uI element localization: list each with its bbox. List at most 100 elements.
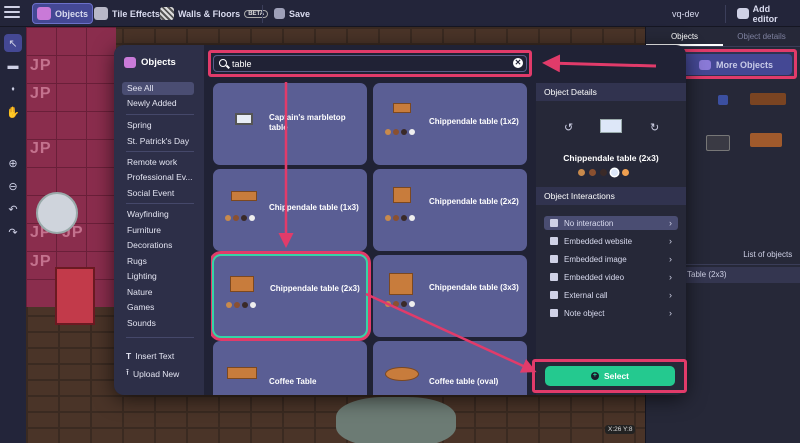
tab-list-of-objects[interactable]: List of objects — [743, 250, 793, 259]
save-button[interactable]: Save — [270, 3, 314, 24]
hand-pan-icon[interactable]: ✋ — [6, 106, 20, 119]
category-divider — [126, 151, 194, 152]
object-card[interactable]: Coffee table (oval) — [373, 341, 527, 395]
thumbnail[interactable] — [750, 93, 786, 105]
beta-badge: BETA — [244, 9, 269, 18]
tab-object-details[interactable]: Object details — [737, 32, 786, 41]
coordinate-readout: X:26 Y:8 — [605, 425, 636, 434]
object-card[interactable]: Chippendale table (1x2) — [373, 83, 527, 165]
category-professional-events[interactable]: Professional Ev... — [127, 172, 193, 182]
selected-object-name: Chippendale table (2x3) — [563, 153, 659, 163]
objects-icon — [124, 57, 136, 68]
thumbnail[interactable] — [750, 133, 782, 147]
object-picker-modal: Objects See All Newly Added Spring St. P… — [114, 45, 686, 395]
object-card[interactable]: Coffee Table — [213, 341, 367, 395]
category-see-all[interactable]: See All — [122, 82, 194, 95]
stone-decoration-object[interactable] — [336, 397, 456, 443]
object-card[interactable]: Chippendale table (1x3) — [213, 169, 367, 251]
category-lighting[interactable]: Lighting — [127, 271, 157, 281]
search-highlight: ✕ — [208, 50, 532, 77]
hamburger-menu-icon[interactable] — [4, 3, 20, 24]
category-wayfinding[interactable]: Wayfinding — [127, 209, 169, 219]
object-name: Captain's marbletop table — [269, 113, 346, 132]
interaction-embedded-image[interactable]: Embedded image› — [544, 252, 678, 266]
zoom-out-icon[interactable]: ⊖ — [8, 180, 18, 193]
more-objects-button[interactable]: More Objects — [680, 54, 792, 75]
color-variant[interactable] — [578, 169, 585, 176]
interaction-label: No interaction — [564, 218, 614, 228]
color-variant[interactable] — [589, 169, 596, 176]
object-thumbnails — [646, 47, 800, 151]
category-st-patricks-day[interactable]: St. Patrick's Day — [127, 136, 190, 146]
interaction-external-call[interactable]: External call› — [544, 288, 678, 302]
object-card[interactable]: Chippendale table (2x2) — [373, 169, 527, 251]
color-variant-selected[interactable] — [611, 169, 618, 176]
category-decorations[interactable]: Decorations — [127, 240, 173, 250]
eraser-icon[interactable]: ⬪ — [11, 82, 15, 95]
category-sounds[interactable]: Sounds — [127, 318, 156, 328]
walls-floors-icon — [160, 7, 174, 20]
category-spring[interactable]: Spring — [127, 120, 152, 130]
zoom-in-icon[interactable]: ⊕ — [8, 157, 18, 170]
objects-tool-button[interactable]: Objects — [32, 3, 94, 24]
add-editor-button[interactable]: Add editor — [733, 3, 800, 24]
search-icon — [219, 59, 227, 67]
interaction-embedded-website[interactable]: Embedded website› — [544, 234, 678, 248]
category-divider — [126, 203, 194, 204]
search-input[interactable] — [213, 55, 527, 72]
object-preview — [223, 101, 261, 147]
interaction-embedded-video[interactable]: Embedded video› — [544, 270, 678, 284]
object-card[interactable]: Chippendale table (3x3) — [373, 255, 527, 337]
thumbnail[interactable] — [718, 95, 728, 105]
thumbnail[interactable] — [706, 135, 730, 151]
round-table-object[interactable] — [36, 192, 78, 234]
stamp-icon[interactable]: ▬ — [7, 60, 19, 72]
object-card[interactable]: Captain's marbletop table — [213, 83, 367, 165]
category-newly-added[interactable]: Newly Added — [127, 98, 177, 108]
table-preview-icon — [227, 367, 257, 379]
undo-icon[interactable]: ↶ — [8, 203, 18, 216]
tile-effects-icon — [94, 7, 108, 20]
tool-rail: ↖ ▬ ⬪ ✋ ⊕ ⊖ ↶ ↷ — [0, 27, 26, 443]
redo-icon[interactable]: ↷ — [8, 226, 18, 239]
object-preview — [383, 187, 421, 233]
interaction-no-interaction[interactable]: No interaction› — [544, 216, 678, 230]
vending-machine-object[interactable] — [55, 267, 95, 325]
select-button[interactable]: +Select — [545, 366, 675, 386]
upload-new-button[interactable]: ⭱Upload New — [126, 367, 179, 381]
category-rugs[interactable]: Rugs — [127, 256, 147, 266]
color-variant[interactable] — [600, 169, 607, 176]
rotate-right-icon[interactable]: ↻ — [650, 122, 660, 134]
category-furniture[interactable]: Furniture — [127, 225, 162, 235]
object-details-panel: Object Details ↺ ↻ Chippendale table (2x… — [536, 83, 686, 395]
color-swatches — [226, 302, 256, 308]
video-icon — [550, 273, 558, 281]
rotate-left-icon[interactable]: ↺ — [564, 122, 574, 134]
category-nature[interactable]: Nature — [127, 287, 153, 297]
chevron-right-icon: › — [669, 308, 672, 318]
tile-effects-button[interactable]: Tile Effects — [90, 3, 164, 24]
monitor-preview-icon — [235, 113, 253, 125]
category-header-label: Objects — [141, 57, 176, 68]
walls-floors-label: Walls & Floors — [178, 8, 241, 19]
tab-objects[interactable]: Objects — [646, 27, 723, 46]
add-editor-label: Add editor — [752, 3, 778, 24]
table-preview-icon — [393, 187, 411, 203]
category-remote-work[interactable]: Remote work — [127, 157, 178, 167]
interaction-label: External call — [564, 290, 608, 300]
upload-new-label: Upload New — [132, 369, 180, 379]
category-games[interactable]: Games — [127, 302, 155, 312]
color-variant[interactable] — [622, 169, 629, 176]
clear-search-icon[interactable]: ✕ — [513, 58, 523, 68]
chevron-right-icon: › — [669, 272, 672, 282]
interaction-note-object[interactable]: Note object› — [544, 306, 678, 320]
select-cursor-icon[interactable]: ↖ — [4, 34, 22, 52]
object-card-selected[interactable]: Chippendale table (2x3) — [214, 256, 366, 336]
chevron-right-icon: › — [669, 254, 672, 264]
category-social-event[interactable]: Social Event — [127, 188, 175, 198]
object-preview — [224, 274, 262, 320]
text-icon: T — [126, 351, 132, 361]
phone-icon — [550, 291, 558, 299]
